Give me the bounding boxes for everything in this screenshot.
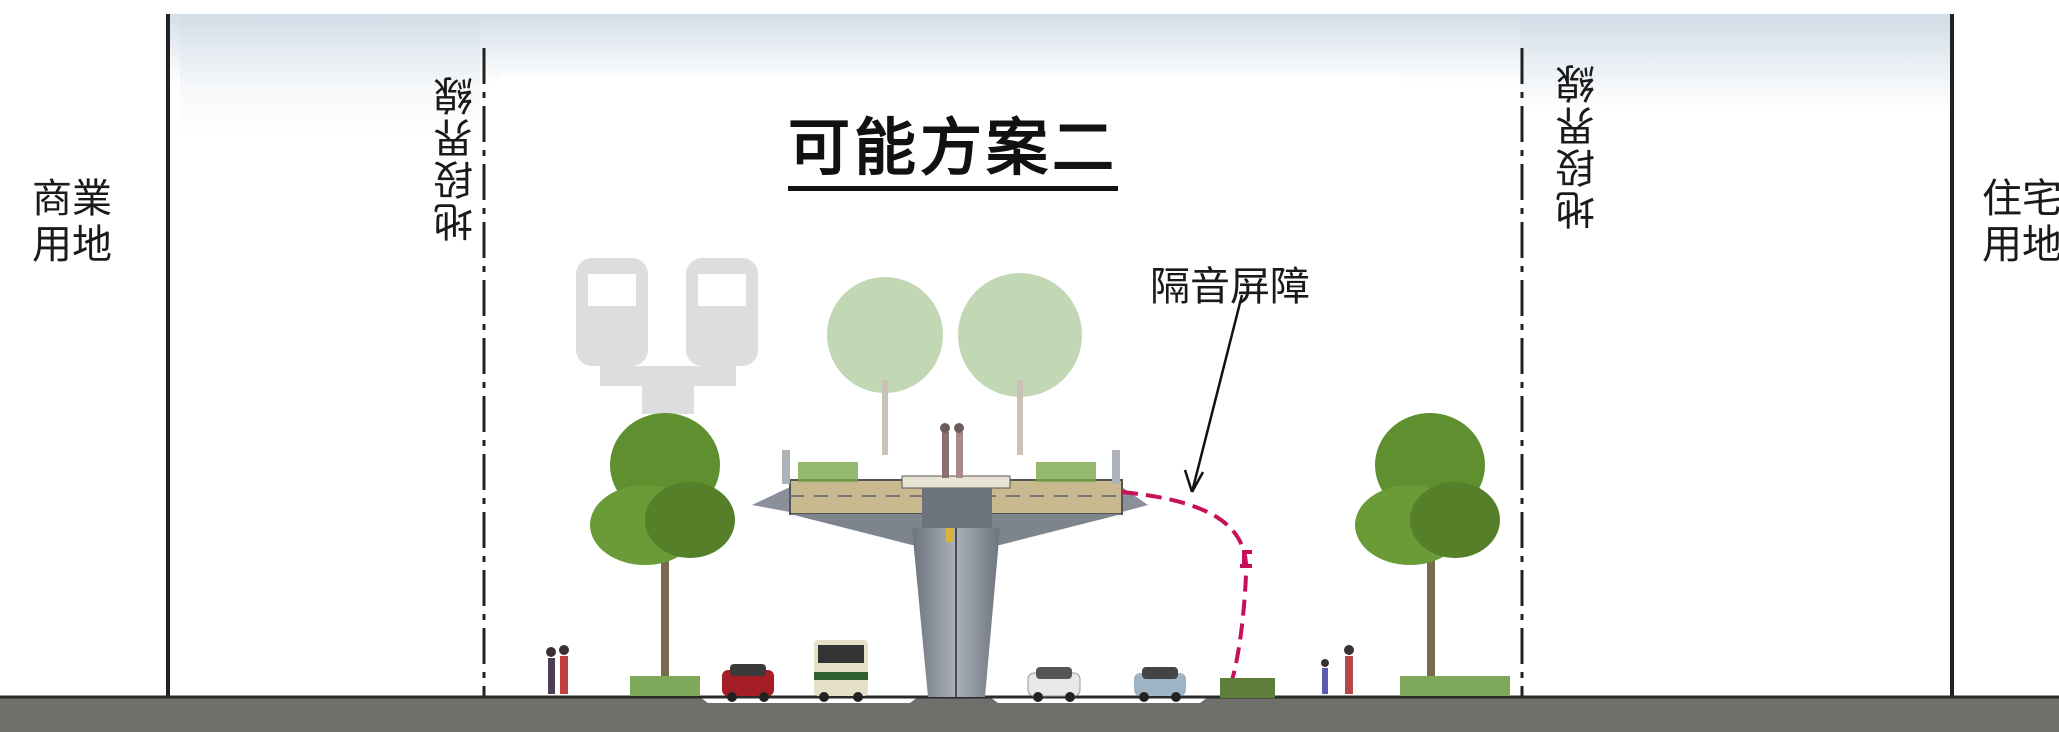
pedestrians-left: [546, 645, 569, 694]
pedestrians-right: [1321, 645, 1354, 694]
residential-land-label: 住宅 用地: [1982, 176, 2059, 268]
car-red: [722, 664, 774, 702]
street-tree-left: [590, 413, 735, 696]
median-planter: [1220, 678, 1275, 698]
right-boundary-label: 地段界線: [1556, 62, 1602, 230]
bus: [814, 640, 868, 702]
noise-barrier-curve: [1121, 490, 1249, 681]
elevated-deck: [752, 423, 1148, 697]
noise-barrier-label: 隔音屏障: [1150, 264, 1310, 310]
commercial-land-line1: 商業: [32, 176, 112, 222]
residential-land-line2: 用地: [1982, 222, 2059, 268]
deck-trees-ghost: [827, 273, 1082, 455]
barrier-leader-arrowhead: [1183, 469, 1205, 493]
commercial-land-line2: 用地: [32, 222, 112, 268]
commercial-land-label: 商業 用地: [32, 176, 142, 268]
residential-land-line1: 住宅: [1982, 176, 2059, 222]
ground: [0, 695, 2059, 732]
left-boundary-label: 地段界線: [434, 74, 480, 242]
diagram-title: 可能方案二: [788, 112, 1119, 191]
future-railway-ghost: [576, 258, 758, 414]
car-blue: [1134, 667, 1186, 702]
street-tree-right: [1355, 413, 1510, 696]
barrier-leader-line: [1190, 294, 1244, 493]
car-white: [1027, 667, 1081, 702]
